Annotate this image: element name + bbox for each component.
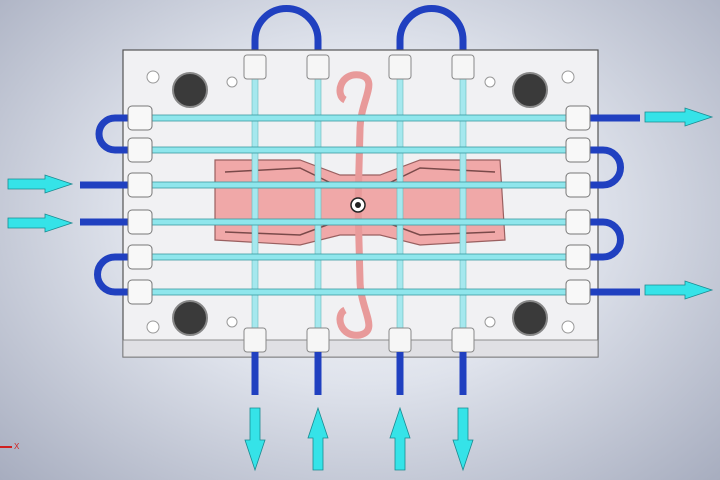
inlet-arrow-1 xyxy=(7,174,74,194)
inlet-arrow-2 xyxy=(7,213,74,233)
bottom-arrow-up-2 xyxy=(389,406,411,471)
outlet-arrow-1 xyxy=(644,107,714,127)
small-holes xyxy=(146,70,575,334)
bottom-arrow-down-2 xyxy=(452,407,474,472)
outlet-arrow-2 xyxy=(644,280,714,300)
mounting-holes xyxy=(172,72,548,336)
top-tube-loops xyxy=(251,5,467,60)
triad-x-label: X xyxy=(14,442,20,451)
side-tubes xyxy=(80,114,640,395)
horizontal-cooling-rods xyxy=(127,105,591,305)
bottom-arrow-down-1 xyxy=(244,407,266,472)
bottom-arrow-up-1 xyxy=(307,406,329,471)
